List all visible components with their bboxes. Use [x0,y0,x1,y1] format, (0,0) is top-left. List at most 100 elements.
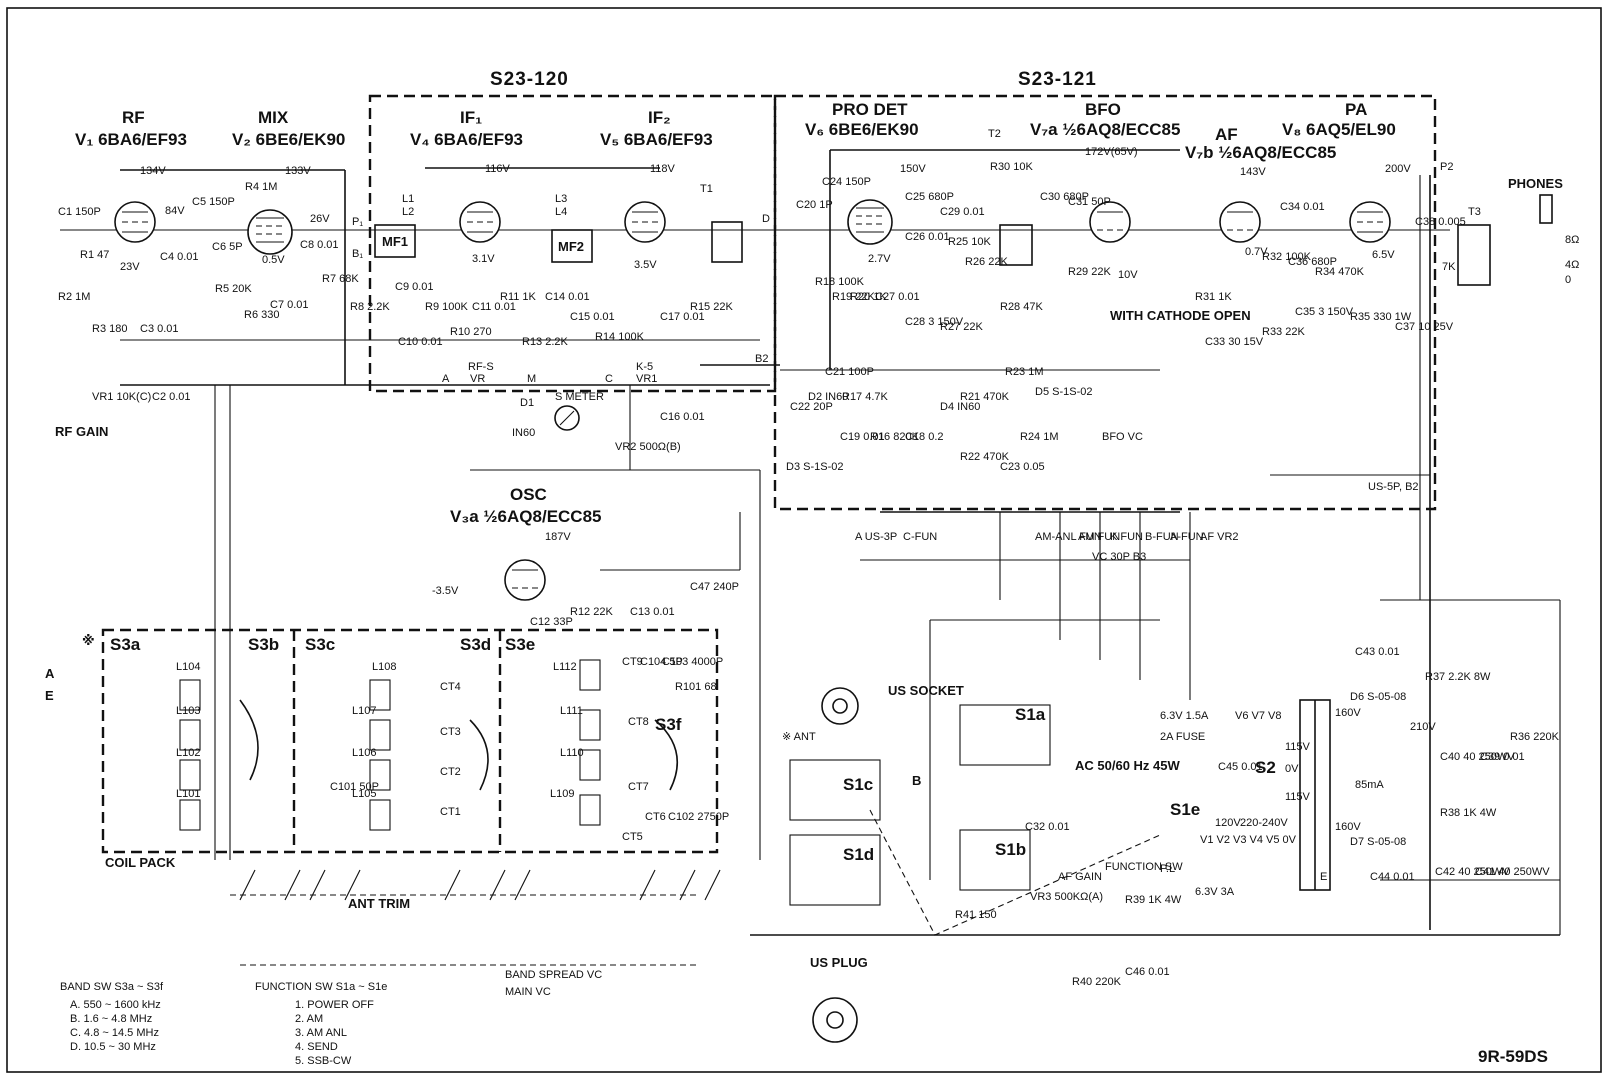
label-l111: L111 [560,705,583,717]
stage-af-tube: V₇b ½6AQ8/ECC85 [1185,143,1336,162]
label-160v-a: 160V [1335,707,1361,719]
label-s1b: S1b [995,840,1026,859]
heater-tube-row: V1 V2 V3 V4 V5 0V [1200,834,1297,846]
label-d: D [762,213,770,225]
label-3-5v: 3.5V [634,259,657,271]
tube-v7b [1219,201,1261,243]
v7b-plate-voltage: 143V [1240,166,1266,178]
label-r33: R33 22K [1262,326,1305,338]
label-r36: R36 220K [1510,731,1560,743]
rf-gain-label: RF GAIN [55,424,108,439]
mf1-transformer [374,224,416,258]
antenna-terminal-e[interactable]: E [45,688,54,703]
label-c22: C22 20P [790,401,833,413]
label-l106: L106 [352,747,376,759]
label-0-7v: 0.7V [1245,246,1268,258]
label-c38: C38 0.005 [1415,216,1466,228]
heater-label: 6.3V 3A [1195,886,1235,898]
label-l4: L4 [555,206,567,218]
label-d1: D1 [520,397,534,409]
node-a: A [442,373,450,385]
v6-plate-voltage: 150V [900,163,926,175]
label-r12: R12 22K [570,606,613,618]
label-l108: L108 [372,661,396,673]
function-sw-line-2: 2. AM [295,1013,323,1025]
label-d2: D2 IN60 [808,391,848,403]
stage-mix-tube: V₂ 6BE6/EK90 [232,130,345,149]
label-3-1v: 3.1V [472,253,495,265]
output-4-ohm: 4Ω [1565,259,1579,271]
label-r16: R16 820K [870,431,920,443]
label-c23: C23 0.05 [1000,461,1045,473]
label-c24: C24 150P [822,176,871,188]
label-l107: L107 [352,705,376,717]
label-r14: R14 100K [595,331,645,343]
label-6-3v-1-5a: 6.3V 1.5A [1160,710,1209,722]
label-r8: R8 2.2K [350,301,390,313]
label-c3: C3 0.01 [140,323,179,335]
s-meter [554,405,580,431]
label-c19: C19 0.01 [840,431,885,443]
label-l105: L105 [352,788,376,800]
bus-a-fun: A-FUN [1170,531,1204,543]
phones-jack[interactable] [1539,194,1553,224]
node-c: C [605,373,613,385]
label-rf-s: RF-S [468,361,494,373]
tube-v2 [247,209,293,255]
label-c7: C7 0.01 [270,299,309,311]
label-ct3: CT3 [440,726,461,738]
label-s1e: S1e [1170,800,1200,819]
label-r2: R2 1M [58,291,90,303]
label-s1a: S1a [1015,705,1046,724]
label-c41: C41 40 250WV [1475,866,1550,878]
function-sw-line-4: 4. SEND [295,1041,338,1053]
bus-a-us3p: A US-3P [855,531,897,543]
label-d3: D3 S-1S-02 [786,461,843,473]
label-r11: R11 1K [500,291,537,303]
label-c46: C46 0.01 [1125,966,1170,978]
label-c32: C32 0.01 [1025,821,1070,833]
tube-v6 [847,199,893,245]
label-c104: C104 5P [640,656,683,668]
us-socket [821,687,859,725]
label-r18: R18 100K [815,276,865,288]
label-s3d: S3d [460,635,491,654]
label-ct5: CT5 [622,831,643,843]
label-c15: C15 0.01 [570,311,615,323]
label-l2: L2 [402,206,414,218]
label-r28: R28 47K [1000,301,1043,313]
label-s3e: S3e [505,635,535,654]
label-c31: C31 50P [1068,196,1111,208]
label-s1c: S1c [843,775,873,794]
label-r27: R27 22K [940,321,983,333]
label-c25: C25 680P [905,191,954,203]
label-in60-d1: IN60 [512,427,535,439]
bus-am-anl-fun: AM-ANL FUN [1035,531,1102,543]
v5-plate-voltage: 118V [650,163,676,175]
stage-prodet-name: PRO DET [832,100,908,119]
power-switch-s2[interactable]: S2 [1255,758,1276,777]
label-c11: C11 0.01 [472,301,516,313]
label-84v: 84V [165,205,185,217]
label-c28: C28 3 150V [905,316,964,328]
label-c8: C8 0.01 [300,239,339,251]
band-sw-line-b: B. 1.6 ~ 4.8 MHz [70,1013,152,1025]
model-number: 9R-59DS [1478,1047,1548,1066]
label-c30: C30 680P [1040,191,1089,203]
v7a-plate-voltage: 172V(65V) [1085,146,1138,158]
label-c47: C47 240P [690,581,739,593]
label-c45: C45 0.01 [1218,761,1263,773]
label-mf1: MF1 [382,234,408,249]
label-r38: R38 1K 4W [1440,807,1497,819]
label-ct1: CT1 [440,806,461,818]
tube-v3a [504,559,546,601]
bfo-vc-label: BFO VC [1102,431,1143,443]
label-c29: C29 0.01 [940,206,985,218]
antenna-terminal-a[interactable]: A [45,666,55,681]
label-115v-b: 115V [1285,791,1311,803]
label-r41: R41 150 [955,909,997,921]
label-r3: R3 180 [92,323,127,335]
us-plug-label: US PLUG [810,955,868,970]
label-120v: 120V [1215,817,1241,829]
